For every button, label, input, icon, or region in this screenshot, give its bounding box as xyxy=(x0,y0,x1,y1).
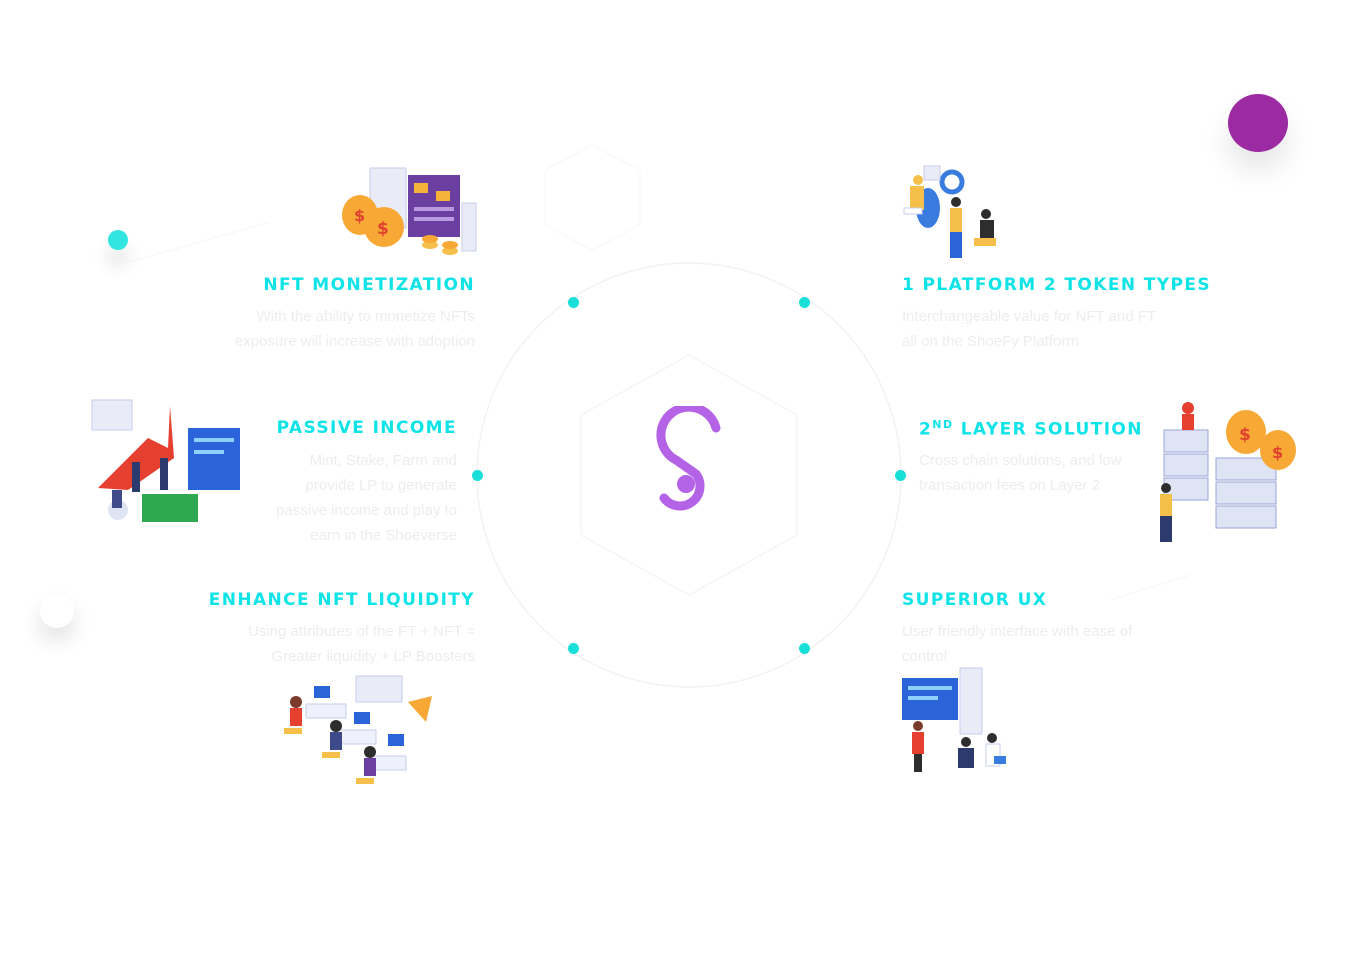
white-orb xyxy=(40,594,74,628)
server-stack-money-icon: $ $ xyxy=(1160,402,1296,542)
feature-title-enhance-nft-liquidity: ENHANCE NFT LIQUIDITY xyxy=(208,590,475,610)
feature-title-2nd-layer-solution: 2ND LAYER SOLUTION xyxy=(919,418,1143,440)
svg-text:$: $ xyxy=(1239,425,1251,445)
connector-dot xyxy=(568,297,579,308)
svg-text:$: $ xyxy=(377,219,389,239)
feature-desc-1-platform-2-token-types: Interchangeable value for NFT and FT all… xyxy=(902,308,1157,350)
feature-desc-2nd-layer-solution: Cross chain solutions, and low transacti… xyxy=(919,452,1122,494)
feature-title-passive-income: PASSIVE INCOME xyxy=(276,418,457,438)
feature-desc-enhance-nft-liquidity: Using attributes of the FT + NFT = Great… xyxy=(247,623,475,665)
teal-orb xyxy=(108,230,128,250)
analytics-people-icon xyxy=(903,165,996,258)
ux-board-team-icon xyxy=(902,667,1006,772)
connector-dot xyxy=(895,470,906,481)
feature-desc-nft-monetization: With the ability to monetize NFTs exposu… xyxy=(234,308,475,350)
shoefy-s-logo-icon xyxy=(656,406,721,511)
feature-title-nft-monetization: NFT MONETIZATION xyxy=(263,275,475,295)
feature-desc-passive-income: Mint, Stake, Farm and provide LP to gene… xyxy=(276,452,457,544)
connector-dot xyxy=(799,297,810,308)
workstations-team-icon xyxy=(284,675,432,784)
feature-desc-superior-ux: User friendly interface with ease of con… xyxy=(902,623,1133,665)
connector-dot xyxy=(472,470,483,481)
purple-orb xyxy=(1228,94,1288,152)
svg-text:$: $ xyxy=(354,206,365,225)
feature-title-superior-ux: SUPERIOR UX xyxy=(902,590,1048,610)
money-bags-dashboard-icon: $ $ xyxy=(342,167,477,255)
connector-dot xyxy=(568,643,579,654)
connector-dot xyxy=(799,643,810,654)
feature-title-1-platform-2-token-types: 1 PLATFORM 2 TOKEN TYPES xyxy=(902,275,1212,295)
growth-chart-team-icon xyxy=(91,399,240,522)
svg-text:$: $ xyxy=(1272,443,1283,462)
